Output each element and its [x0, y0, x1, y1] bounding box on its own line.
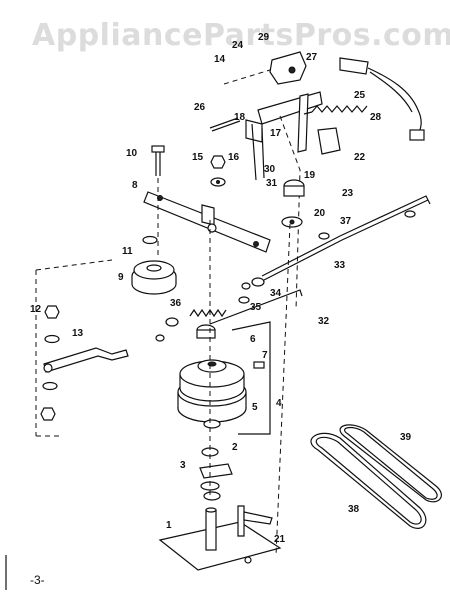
- wire-harness: [339, 57, 425, 141]
- pulley-9: [131, 260, 177, 295]
- bolt-7: [253, 361, 265, 369]
- bracket-4: [231, 321, 271, 435]
- idler-6-lower: [203, 419, 221, 429]
- callout-14: 14: [214, 54, 226, 65]
- callout-25: 25: [354, 90, 366, 101]
- callout-21: 21: [274, 534, 286, 545]
- nut-12-top: [44, 305, 60, 319]
- spindle-parts: [281, 179, 305, 228]
- rod-33: [261, 195, 431, 281]
- callout-23: 23: [342, 188, 354, 199]
- callout-2a: 2: [232, 442, 238, 453]
- callout-22: 22: [354, 152, 366, 163]
- callout-34: 34: [270, 288, 282, 299]
- idler-6-top: [196, 324, 216, 339]
- callout-5: 5: [252, 402, 258, 413]
- callout-35: 35: [250, 302, 262, 313]
- callout-17: 17: [270, 128, 282, 139]
- bracket-assembly: [245, 91, 323, 181]
- plate-3: [199, 463, 233, 479]
- callout-31: 31: [266, 178, 278, 189]
- switch-part: [269, 51, 307, 85]
- callout-24: 24: [232, 40, 244, 51]
- base-plate: [158, 505, 282, 571]
- page-number: -3-: [30, 573, 45, 587]
- nut-washer-stack: [210, 155, 226, 187]
- callout-6a: 6: [250, 334, 256, 345]
- washer-11-lower: [42, 381, 58, 391]
- callout-7: 7: [262, 350, 268, 361]
- callout-38: 38: [348, 504, 360, 515]
- callout-12a: 12: [30, 304, 42, 315]
- bracket-22: [317, 127, 341, 155]
- callout-29: 29: [258, 32, 270, 43]
- callout-1: 1: [166, 520, 172, 531]
- callout-13: 13: [72, 328, 84, 339]
- callout-18: 18: [234, 112, 246, 123]
- washer-11-left: [44, 334, 60, 344]
- bushing-34: [251, 277, 265, 287]
- callout-9: 9: [118, 272, 124, 283]
- callout-16: 16: [228, 152, 240, 163]
- callout-20: 20: [314, 208, 326, 219]
- belt-38: [310, 432, 427, 529]
- callout-27: 27: [306, 52, 318, 63]
- spring-36: [189, 308, 227, 318]
- nut-12-lower: [40, 407, 56, 421]
- callout-30: 30: [264, 164, 276, 175]
- rod-32: [209, 289, 303, 325]
- callout-36: 36: [170, 298, 182, 309]
- bolt-10: [151, 145, 165, 176]
- callout-4: 4: [276, 398, 282, 409]
- rod-26: [209, 117, 239, 129]
- arm-13: [43, 347, 129, 373]
- double-pulley: [177, 359, 247, 423]
- callout-28: 28: [370, 112, 382, 123]
- belt-39: [339, 424, 442, 503]
- callout-10: 10: [126, 148, 138, 159]
- callout-11a: 11: [122, 246, 133, 257]
- callout-8: 8: [132, 180, 138, 191]
- callout-39: 39: [400, 432, 412, 443]
- callout-32: 32: [318, 316, 330, 327]
- idler-arm: [143, 191, 271, 253]
- callout-15: 15: [192, 152, 204, 163]
- callout-3: 3: [180, 460, 186, 471]
- callout-19: 19: [304, 170, 316, 181]
- watermark: AppliancePartsPros.com: [32, 18, 450, 53]
- spring-part: [303, 105, 368, 115]
- callout-37a: 37: [340, 216, 352, 227]
- callout-33: 33: [334, 260, 346, 271]
- washer-11: [142, 235, 158, 245]
- callout-26: 26: [194, 102, 206, 113]
